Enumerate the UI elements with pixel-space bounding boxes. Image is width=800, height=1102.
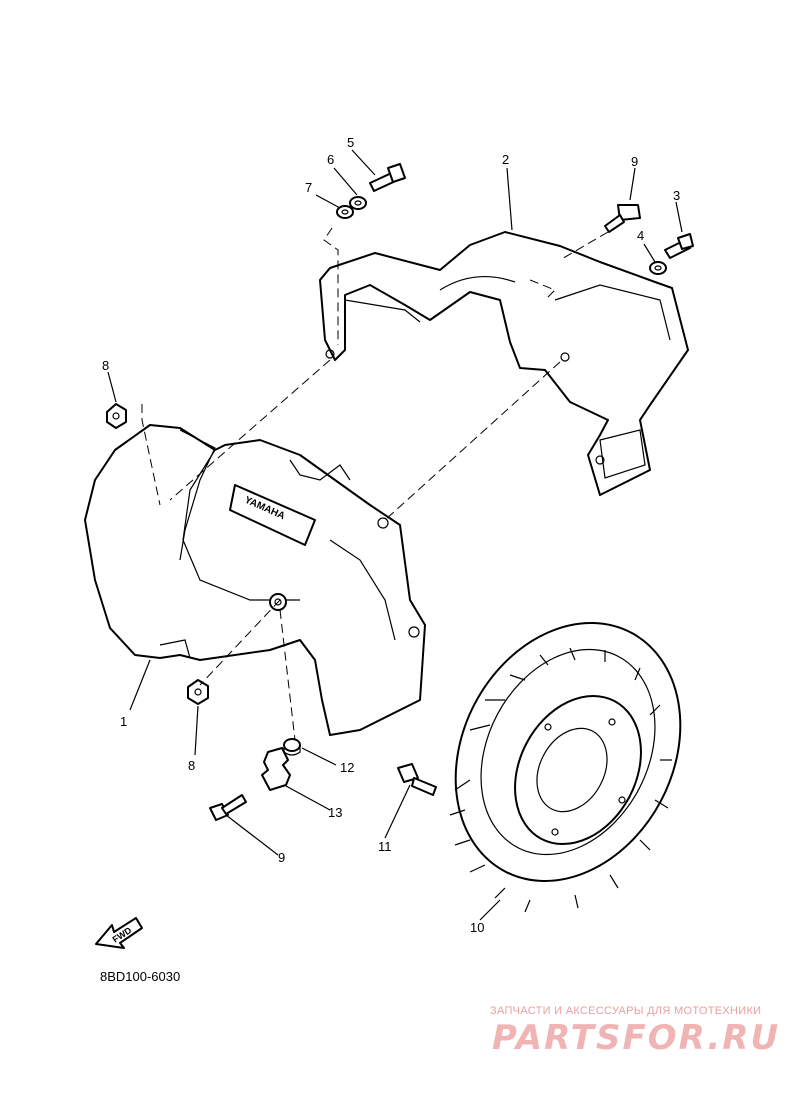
nut-part-8-upper [106, 403, 127, 429]
nut-part-8-lower [187, 679, 209, 705]
callout-3: 3 [673, 188, 680, 203]
callout-8-lower: 8 [188, 758, 195, 773]
bolt-part-9-upper [604, 204, 641, 233]
washer-part-7 [336, 205, 354, 219]
washer-part-4 [649, 261, 667, 275]
bolt-part-11 [397, 763, 437, 796]
callout-2: 2 [502, 152, 509, 167]
callout-labels: 5 6 7 2 9 3 4 8 1 8 12 13 9 11 10 [102, 135, 680, 935]
callout-13: 13 [328, 805, 342, 820]
flywheel-fan-part-10 [449, 622, 682, 913]
assembly-guide-lines [141, 227, 609, 741]
callout-11: 11 [378, 839, 392, 854]
clamp-part-13 [261, 747, 291, 791]
callout-9-upper: 9 [631, 154, 638, 169]
callout-12: 12 [340, 760, 354, 775]
callout-9-lower: 9 [278, 850, 285, 865]
collar-part-12 [283, 738, 301, 756]
diagram-part-code: 8BD100-6030 [100, 969, 181, 984]
upper-shroud-part-2 [319, 231, 689, 496]
callout-5: 5 [347, 135, 354, 150]
callout-8-upper: 8 [102, 358, 109, 373]
washer-part-6 [349, 196, 367, 210]
watermark-logo: PARTSFOR.RU [492, 1018, 781, 1058]
callout-7: 7 [305, 180, 312, 195]
watermark-tagline: ЗАПЧАСТИ И АКСЕССУАРЫ ДЛЯ МОТОТЕХНИКИ [490, 1005, 762, 1017]
bolt-part-3 [664, 233, 694, 259]
callout-leaders [107, 149, 683, 921]
fwd-arrow-icon: FWD [95, 917, 143, 949]
bolt-part-9-lower [209, 794, 247, 821]
fan-cover-part-1: YAMAHA [84, 424, 426, 736]
callout-4: 4 [637, 228, 644, 243]
callout-10: 10 [470, 920, 484, 935]
callout-6: 6 [327, 152, 334, 167]
bolt-part-5 [369, 163, 406, 192]
callout-1: 1 [120, 714, 127, 729]
